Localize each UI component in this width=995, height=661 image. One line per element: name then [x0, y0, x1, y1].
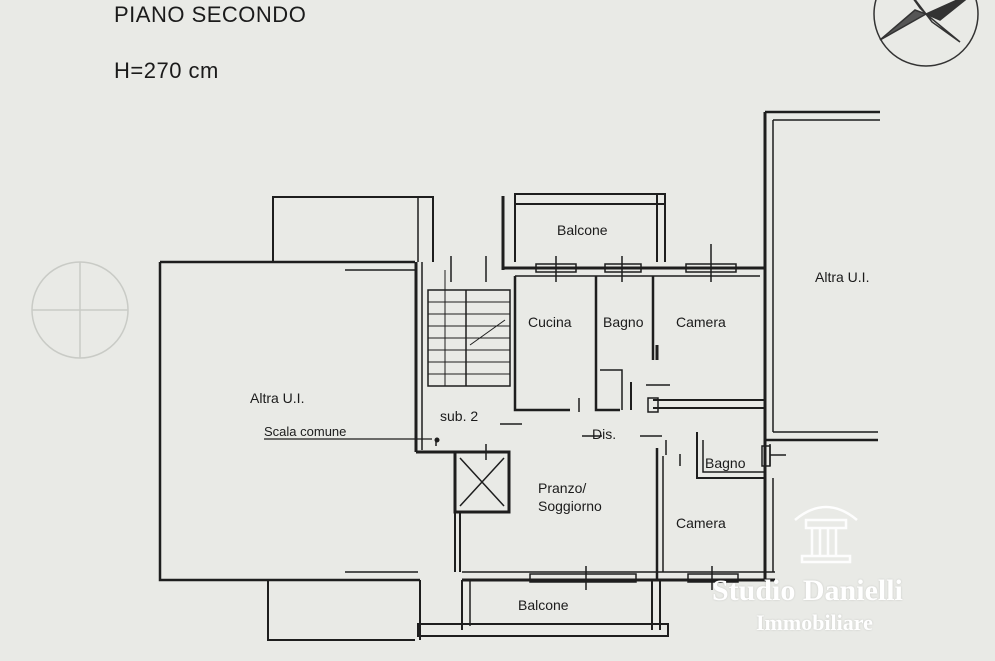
watermark-name: Studio Danielli	[712, 574, 903, 607]
walls	[158, 110, 880, 641]
room-label-pranzo: Pranzo/	[538, 480, 587, 496]
faint-compass-icon	[31, 261, 129, 359]
scala-leader-dot	[434, 437, 440, 443]
room-label-dis: Dis.	[592, 426, 617, 442]
room-label-altra-right: Altra U.I.	[815, 269, 870, 285]
compass-icon	[873, 0, 979, 67]
room-label-cucina: Cucina	[528, 314, 572, 330]
room-label-altra-left: Altra U.I.	[250, 390, 305, 406]
room-label-soggiorno: Soggiorno	[538, 498, 602, 514]
window-markers	[435, 244, 786, 590]
room-label-scala-comune: Scala comune	[264, 424, 347, 439]
room-label-camera-1: Camera	[676, 314, 726, 330]
room-label-balcone-top: Balcone	[557, 222, 608, 238]
room-label-bagno-2: Bagno	[705, 455, 746, 471]
studio-logo-icon	[794, 505, 858, 564]
room-label-balcone-bottom: Balcone	[518, 597, 569, 613]
watermark-subtitle: Immobiliare	[756, 610, 873, 635]
floor-title: PIANO SECONDO	[114, 2, 307, 27]
room-label-camera-2: Camera	[676, 515, 726, 531]
ceiling-height: H=270 cm	[114, 58, 219, 83]
room-label-sub: sub. 2	[440, 408, 479, 424]
room-label-bagno-1: Bagno	[603, 314, 644, 330]
